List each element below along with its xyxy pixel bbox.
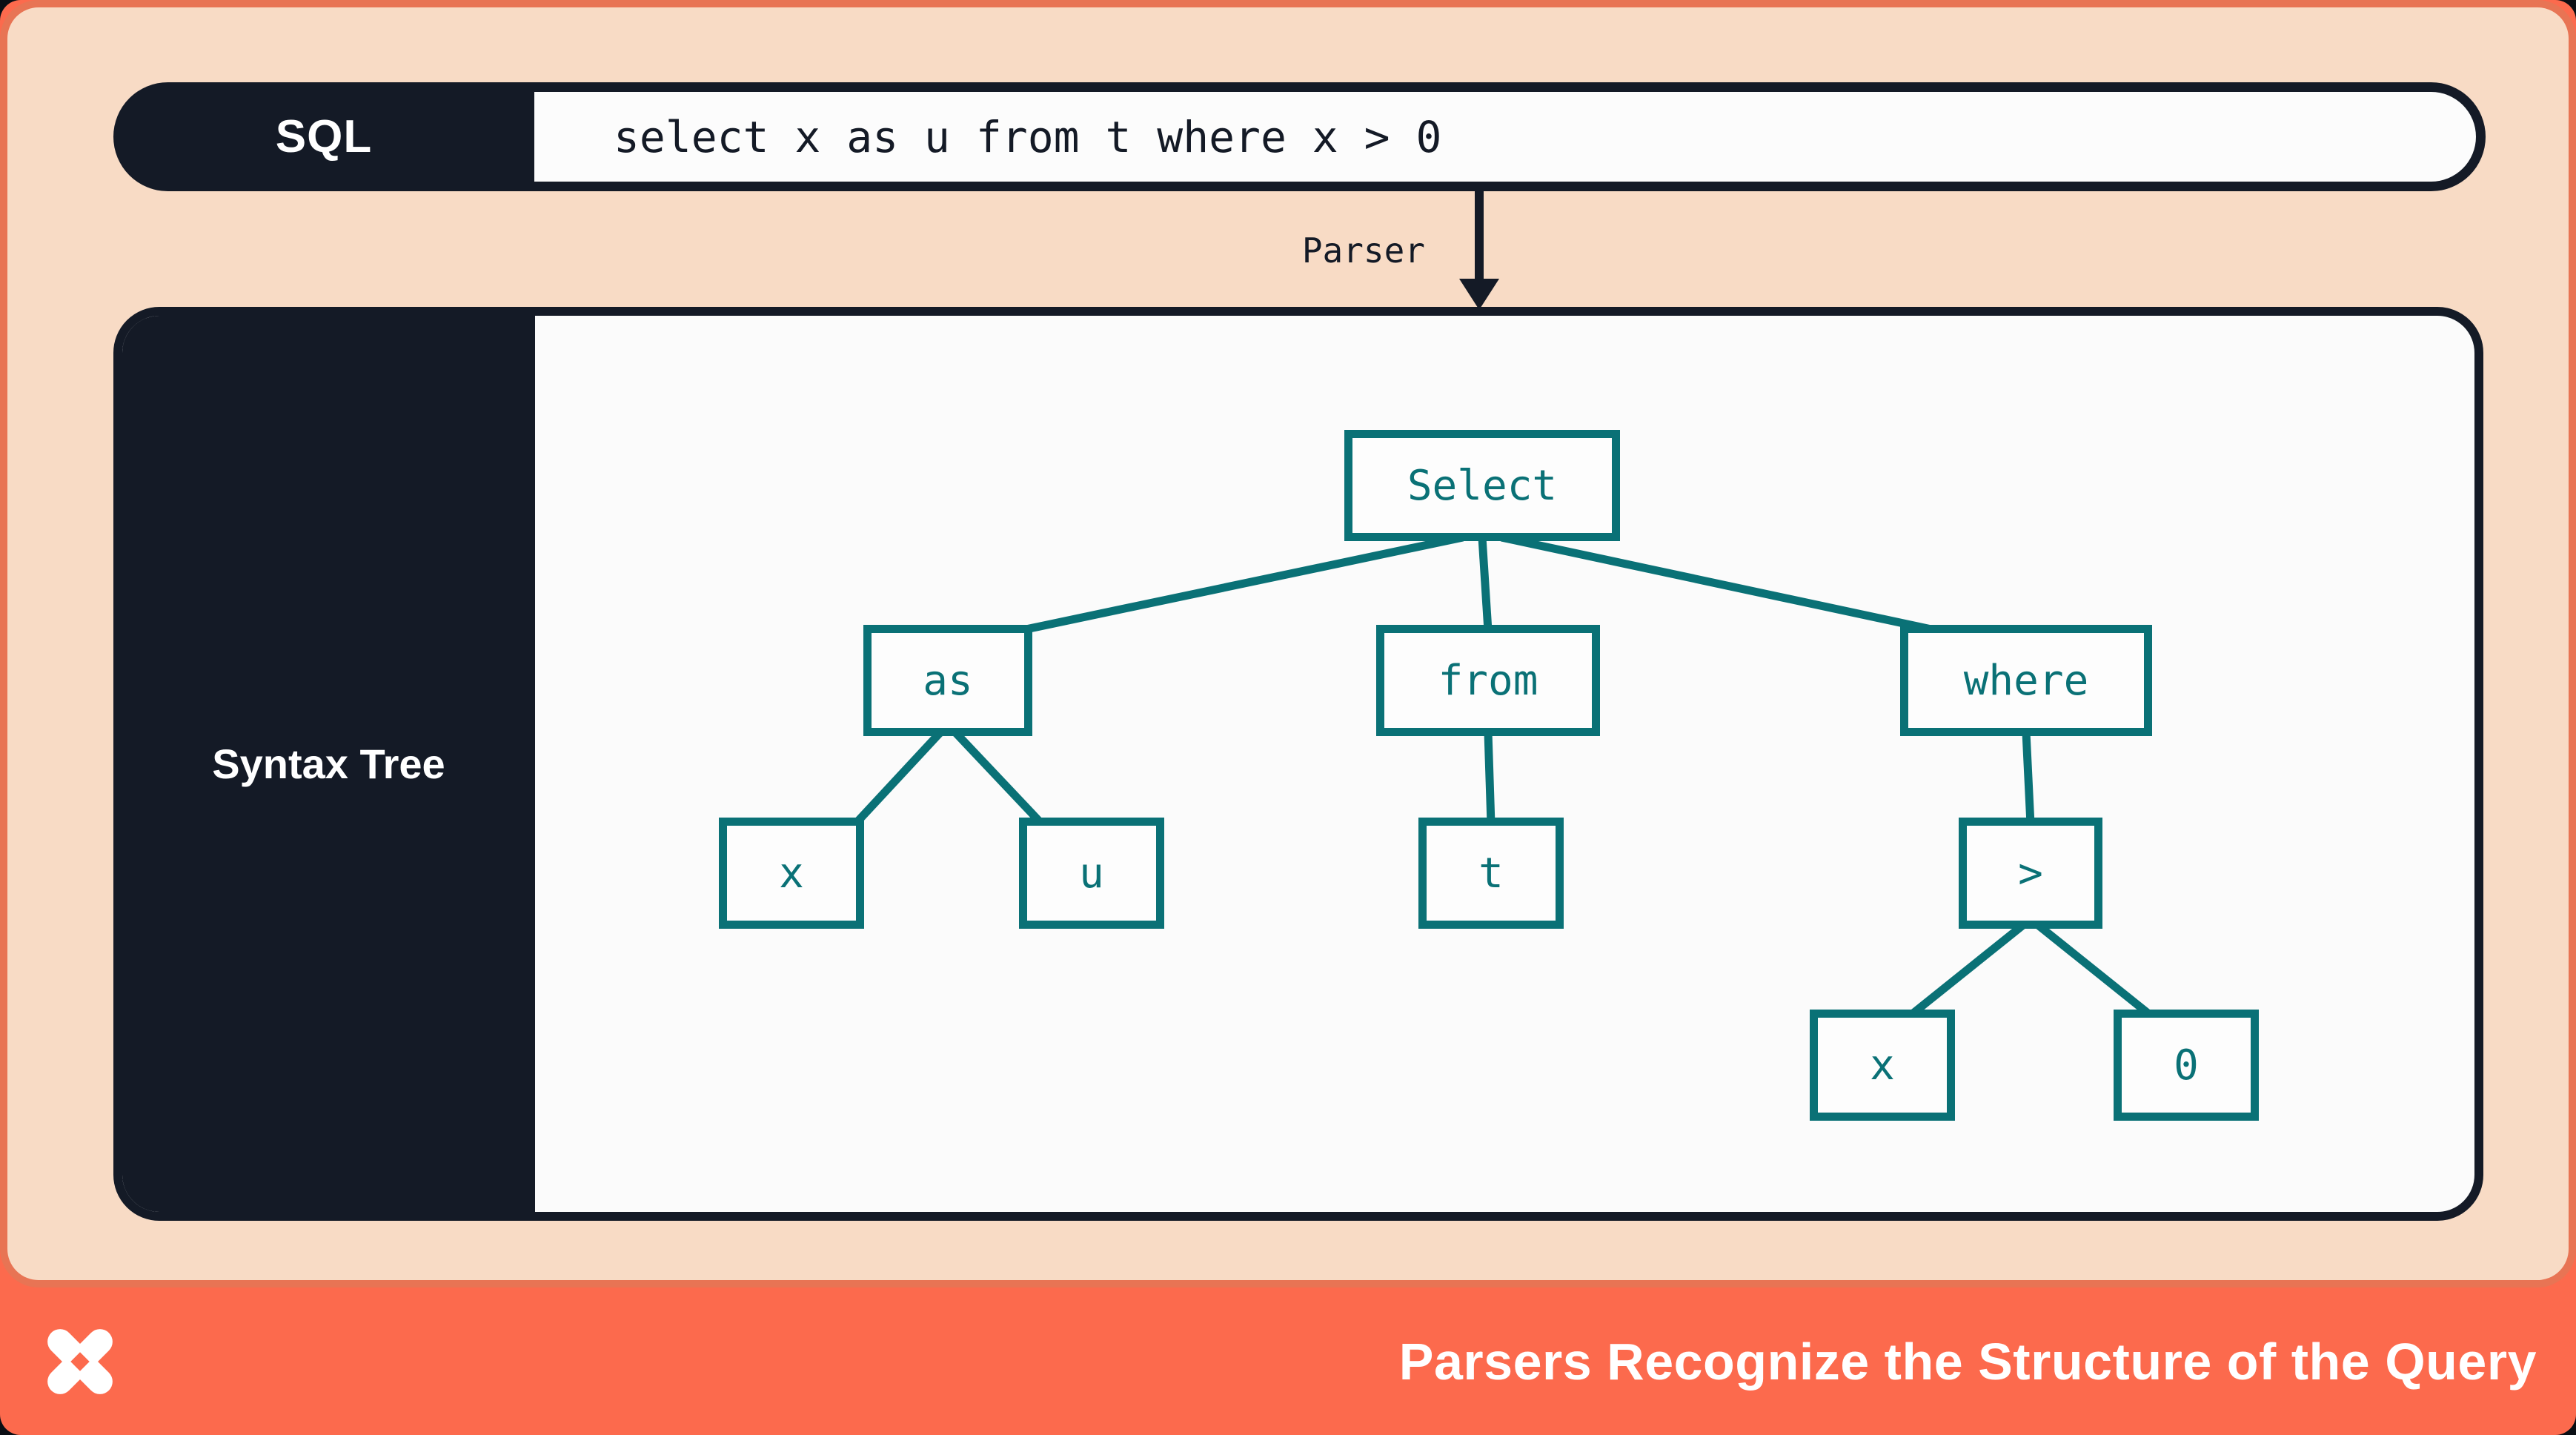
sql-badge: SQL [275,111,373,162]
syntax-tree-badge: Syntax Tree [212,740,445,787]
parser-arrow-stem [1475,191,1484,282]
footer-bar: Parsers Recognize the Structure of the Q… [0,1287,2576,1435]
tree-node-from: from [1376,625,1600,736]
tree-node-x-operand: x [1810,1010,1955,1121]
parser-label: Parser [1301,231,1425,271]
tree-node-x-alias: x [719,818,864,929]
tree-node-zero: 0 [2114,1010,2259,1121]
syntax-tree-sidebar: Syntax Tree [122,316,535,1212]
tree-node-greater-than: > [1959,818,2102,929]
tree-node-u: u [1019,818,1164,929]
tree-edges [849,533,2157,1021]
sql-query-text: select x as u from t where x > 0 [534,92,2476,182]
sql-input-bar: SQL select x as u from t where x > 0 [113,82,2486,191]
syntax-tree-panel: Syntax Tree Select [113,307,2483,1221]
tree-node-where: where [1900,625,2152,736]
syntax-tree-canvas: Select as from where x u t > x 0 [535,316,2474,1212]
x-star-logo-icon [47,1329,113,1394]
main-card: SQL select x as u from t where x > 0 Par… [0,0,2576,1287]
slide-title: Parsers Recognize the Structure of the Q… [1398,1332,2537,1391]
tree-node-t: t [1418,818,1564,929]
tree-node-as: as [863,625,1032,736]
parser-arrow-down-icon [1459,279,1499,310]
tree-node-select: Select [1344,430,1620,541]
